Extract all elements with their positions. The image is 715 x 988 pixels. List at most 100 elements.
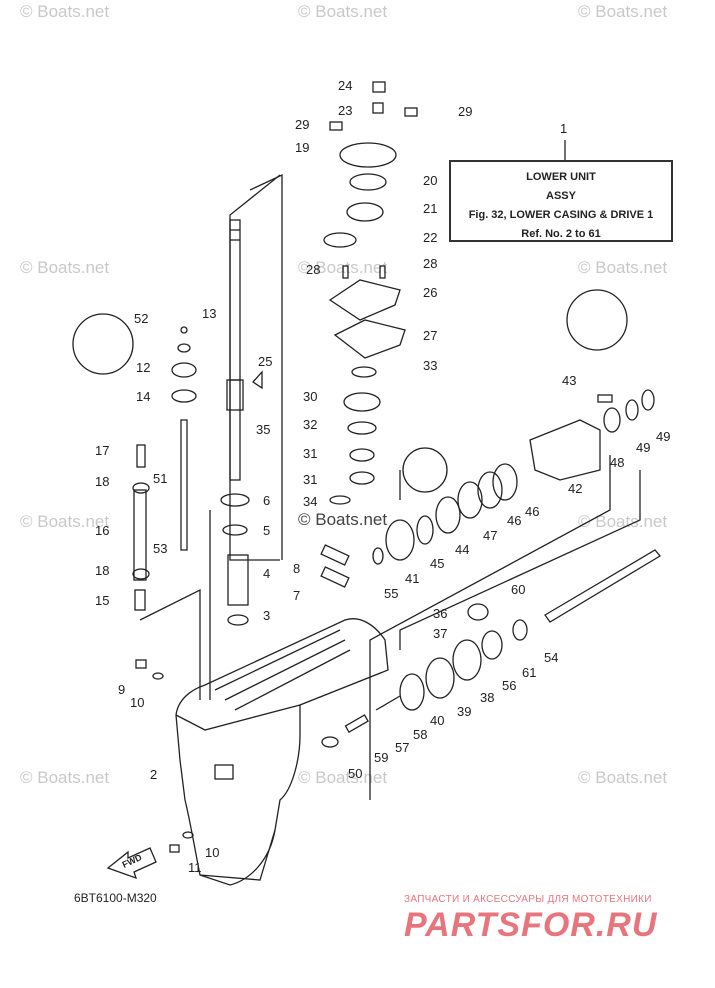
oil-seal-14 <box>171 389 197 403</box>
part-label: 28 <box>306 262 320 277</box>
part-label: 39 <box>457 704 471 719</box>
leader-line <box>399 470 641 650</box>
part-label: 6 <box>263 493 270 508</box>
part-label: 25 <box>258 354 272 369</box>
bolt-43 <box>597 394 613 403</box>
part-label: 10 <box>130 695 144 710</box>
part-label: 4 <box>263 566 270 581</box>
bearing-6 <box>220 493 250 507</box>
dowel-23 <box>372 102 384 114</box>
part-label: 30 <box>303 389 317 404</box>
part-label: 8 <box>293 561 300 576</box>
grease-callout-gc <box>566 289 628 351</box>
part-label: 5 <box>263 523 270 538</box>
fwd-arrow-icon <box>106 847 157 880</box>
part-label: 36 <box>433 606 447 621</box>
bushing-12 <box>171 362 197 378</box>
watermark: © Boats.net <box>298 2 388 21</box>
taper-roller-bearing <box>425 657 455 699</box>
part-label: 11 <box>188 860 202 875</box>
pin-28a <box>342 265 349 279</box>
title-line-4: Ref. No. 2 to 61 <box>521 228 601 240</box>
dog-clutch <box>481 630 503 660</box>
casing-detail <box>214 629 351 711</box>
part-label: 18 <box>95 474 109 489</box>
bolt-9 <box>135 659 147 669</box>
prop-shaft-housing <box>529 419 601 481</box>
bolt-29a <box>329 121 343 131</box>
outer-plate <box>328 279 401 321</box>
oil-seal-49a <box>625 399 639 421</box>
part-label: 23 <box>338 103 352 118</box>
diagram-code: 6BT6100-M320 <box>74 891 157 905</box>
watermark: © Boats.net <box>578 258 668 277</box>
part-label: 34 <box>303 494 317 509</box>
part-label: 49 <box>636 440 650 455</box>
dealer-subtitle: ЗАПЧАСТИ И АКСЕССУАРЫ ДЛЯ МОТОТЕХНИКИ <box>404 894 652 905</box>
watermark: © Boats.net <box>20 512 110 531</box>
part-label: 14 <box>136 389 150 404</box>
part-label: 51 <box>153 471 167 486</box>
part-label: 19 <box>295 140 309 155</box>
seal-5 <box>222 524 248 536</box>
part-label: 44 <box>455 542 469 557</box>
part-label: 61 <box>522 665 536 680</box>
washer-10b <box>182 831 194 839</box>
lower-casing-outline <box>175 618 389 886</box>
drive-shaft <box>229 219 241 481</box>
o-ring-52 <box>180 326 188 334</box>
part-label: 28 <box>423 256 437 271</box>
part-label: 43 <box>562 373 576 388</box>
washer-10 <box>152 672 164 680</box>
dealer-logo: PARTSFOR.RU <box>404 906 658 944</box>
watermark: © Boats.net <box>20 2 110 21</box>
part-label: 59 <box>374 750 388 765</box>
water-tube <box>133 489 147 581</box>
assembly-title-box: LOWER UNIT ASSY Fig. 32, LOWER CASING & … <box>449 160 673 242</box>
watermark: © Boats.net <box>578 512 668 531</box>
o-ring-46b <box>477 471 503 509</box>
oil-seal-housing <box>343 392 381 412</box>
grease-callout-a <box>402 447 448 493</box>
clutch-61 <box>512 619 528 641</box>
o-ring-46a <box>492 463 518 501</box>
title-line-3: Fig. 32, LOWER CASING & DRIVE 1 <box>468 209 654 221</box>
part-label: 54 <box>544 650 558 665</box>
part-label: 15 <box>95 593 109 608</box>
clamp-18b <box>132 568 150 580</box>
casing-port <box>214 764 234 780</box>
part-label: 21 <box>423 201 437 216</box>
rubber-7 <box>320 566 350 588</box>
shim-55 <box>372 547 384 565</box>
part-label: 22 <box>423 230 437 245</box>
part-label: 2 <box>150 767 157 782</box>
title-line-1: LOWER UNIT <box>526 171 596 183</box>
oil-seal-31a <box>349 448 375 462</box>
part-label: 55 <box>384 586 398 601</box>
pin-28b <box>379 265 386 279</box>
o-ring-34 <box>329 495 351 505</box>
bolt-17 <box>136 444 146 468</box>
part-label: 1 <box>560 121 567 136</box>
bolt-11 <box>169 844 180 853</box>
part-label: 58 <box>413 727 427 742</box>
part-label: 47 <box>483 528 497 543</box>
washer-33 <box>351 366 377 378</box>
watermark: © Boats.net <box>20 258 110 277</box>
anti-cavitation-plate <box>175 704 301 731</box>
part-label: 29 <box>295 117 309 132</box>
pin-25 <box>252 370 263 390</box>
bolt-24 <box>372 81 386 93</box>
part-label: 20 <box>423 173 437 188</box>
grease-callout-m <box>72 313 134 375</box>
insert-cartridge <box>349 173 387 191</box>
o-ring-13 <box>177 343 191 353</box>
part-label: 13 <box>202 306 216 321</box>
part-label: 57 <box>395 740 409 755</box>
shim-45 <box>416 515 434 545</box>
part-label: 41 <box>405 571 419 586</box>
plunger <box>344 714 369 733</box>
part-label: 56 <box>502 678 516 693</box>
o-ring-32 <box>347 421 377 435</box>
